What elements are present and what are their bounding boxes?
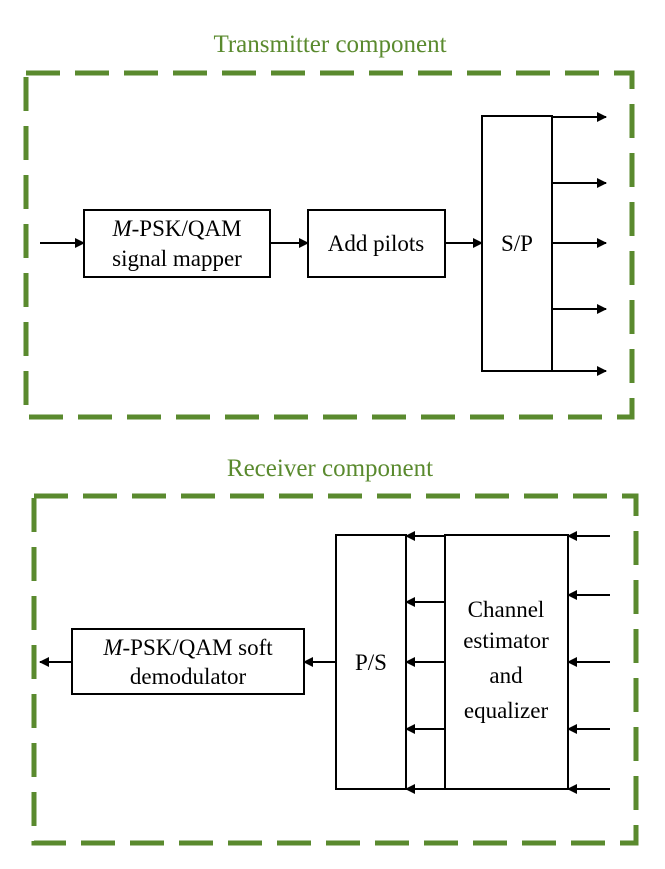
receiver-section: Receiver component Channel estimator and… <box>31 455 639 846</box>
sp-label: S/P <box>501 231 533 256</box>
transmitter-dashed-border <box>23 70 635 420</box>
sp-block <box>481 115 553 372</box>
equalizer-input-arrows <box>567 531 610 794</box>
demod-label-line1: M-PSK/QAM soft <box>102 635 273 660</box>
ps-label: P/S <box>355 650 387 675</box>
ps-block <box>335 534 407 790</box>
estimator-label-line2: estimator <box>463 628 549 653</box>
transmitter-section: Transmitter component M-PSK/QAM signal m… <box>23 31 635 420</box>
demodulator-block <box>71 628 305 695</box>
mapper-block <box>83 209 271 278</box>
channel-estimator-block <box>444 534 569 790</box>
estimator-label-line4: equalizer <box>464 698 549 723</box>
mapper-label-line1: M-PSK/QAM <box>111 216 241 241</box>
add-pilots-label: Add pilots <box>328 231 425 256</box>
transmitter-title: Transmitter component <box>213 31 446 58</box>
add-pilots-block <box>307 209 446 278</box>
estimator-label-line1: Channel <box>468 597 545 622</box>
equalizer-to-ps-arrows <box>405 531 445 794</box>
mapper-label-line2: signal mapper <box>112 246 242 271</box>
demod-label-line2: demodulator <box>130 664 247 689</box>
receiver-dashed-border <box>31 493 639 846</box>
sp-output-arrows <box>552 112 607 376</box>
receiver-title: Receiver component <box>227 455 433 482</box>
estimator-label-line3: and <box>489 663 523 688</box>
